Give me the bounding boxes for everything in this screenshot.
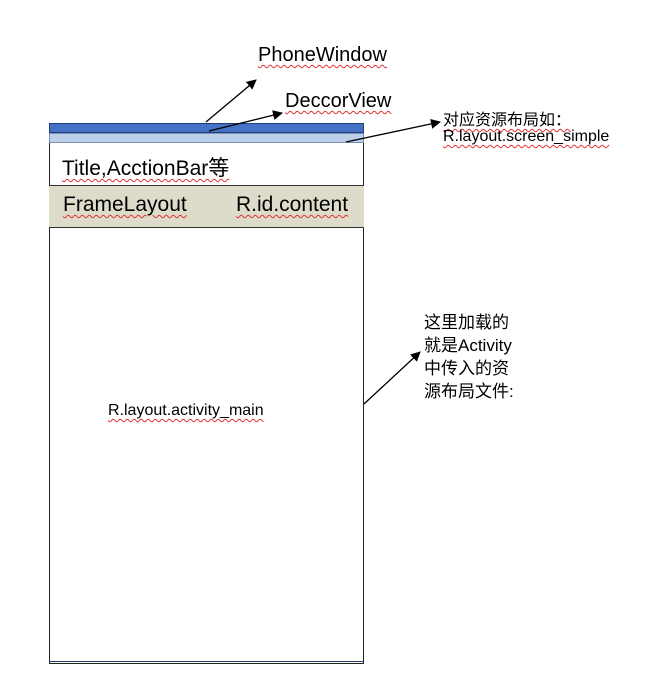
note-line: 源布局文件:	[424, 382, 514, 401]
note-line: 就是Activity	[424, 336, 512, 355]
activity-main-label: R.layout.activity_main	[108, 402, 264, 419]
arrow-screen-simple	[345, 118, 441, 143]
arrow-decor-view	[208, 110, 283, 132]
screen-simple-label-line2: R.layout.screen_simple	[443, 128, 610, 145]
frame-bottom-line	[49, 661, 364, 662]
title-actionbar-label: Title,AcctionBar等	[62, 157, 230, 180]
frame-layout-band	[49, 185, 364, 228]
phone-window-bar	[49, 123, 364, 133]
arrow-activity-note	[363, 351, 421, 405]
content-id-label: R.id.content	[236, 193, 349, 216]
activity-note: 这里加载的 就是Activity 中传入的资 源布局文件:	[424, 311, 564, 403]
phone-window-label: PhoneWindow	[258, 44, 387, 66]
note-line: 中传入的资	[424, 359, 509, 378]
screen-simple-label-line1: 对应资源布局如：	[443, 112, 572, 129]
decor-view-label: DeccorView	[285, 90, 392, 112]
arrow-phone-window	[205, 79, 257, 123]
frame-layout-label: FrameLayout	[63, 193, 187, 216]
note-line: 这里加载的	[424, 313, 509, 332]
